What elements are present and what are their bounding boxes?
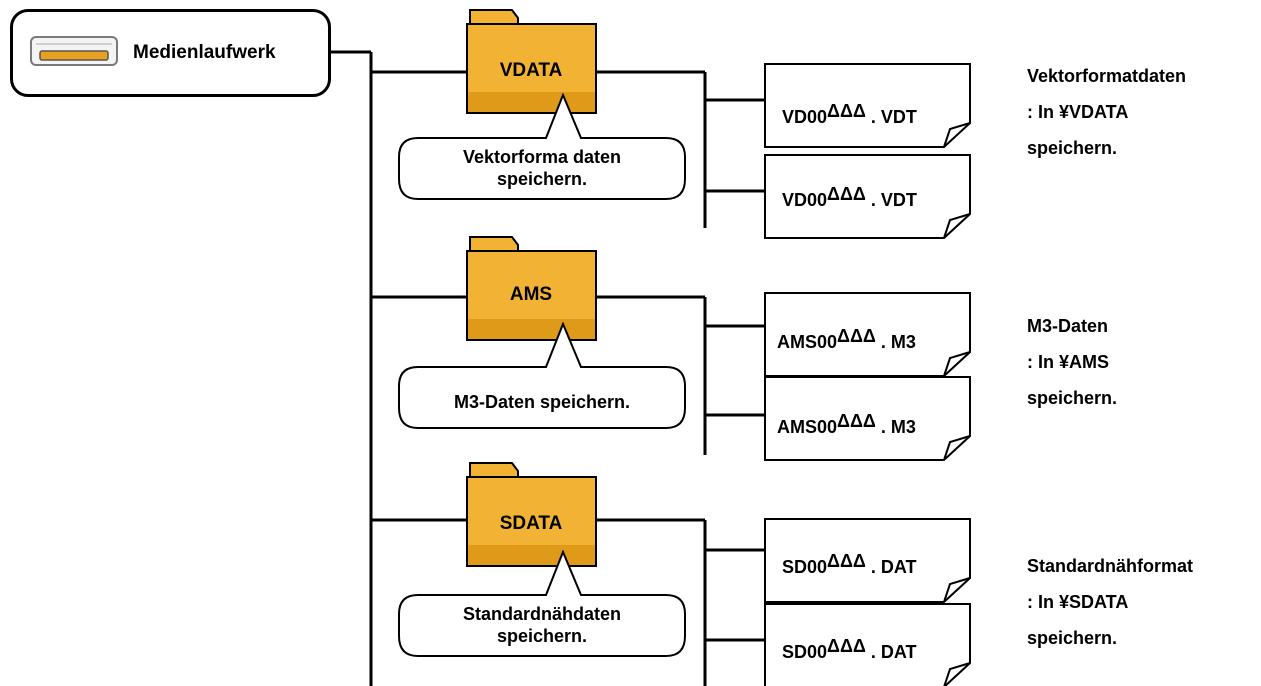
note-line: Vektorformatdaten (1027, 66, 1187, 86)
file-name: AMS00ΔΔΔ . M3 (777, 411, 916, 437)
note-line: : In ¥SDATA (1027, 592, 1129, 612)
note-ams: M3-Daten : In ¥AMS speichern. (1027, 308, 1117, 416)
note-sdata: Standardnähformat : In ¥SDATA speichern. (1027, 548, 1193, 656)
file-icon (764, 63, 971, 148)
file-name: VD00ΔΔΔ . VDT (782, 184, 917, 210)
callout-bubble (398, 93, 686, 200)
file-name: VD00ΔΔΔ . VDT (782, 101, 917, 127)
note-line: M3-Daten (1027, 316, 1109, 336)
callout-vdata: Vektorforma daten speichern. (399, 146, 685, 190)
file-icon (764, 292, 971, 377)
callout-line: M3-Daten speichern. (453, 392, 631, 412)
callout-sdata: Standardnähdaten speichern. (399, 603, 685, 647)
note-line: speichern. (1027, 388, 1118, 408)
callout-ams: M3-Daten speichern. (399, 391, 685, 413)
note-line: : In ¥AMS (1027, 352, 1110, 372)
note-line: Standardnähformat (1027, 556, 1194, 576)
file-name: SD00ΔΔΔ . DAT (782, 636, 917, 662)
note-line: : In ¥VDATA (1027, 102, 1129, 122)
note-line: speichern. (1027, 138, 1118, 158)
folder-name-ams: AMS (509, 284, 553, 305)
file-icon (764, 154, 971, 239)
drive-icon (30, 36, 118, 66)
callout-line: speichern. (496, 626, 588, 646)
file-name: SD00ΔΔΔ . DAT (782, 551, 917, 577)
callout-bubble (398, 550, 686, 657)
file-icon (764, 518, 971, 603)
callout-line: speichern. (496, 169, 588, 189)
callout-bubble (398, 322, 686, 429)
note-line: speichern. (1027, 628, 1118, 648)
folder-icon (466, 9, 597, 114)
callout-line: Vektorforma daten (462, 147, 622, 167)
file-name: AMS00ΔΔΔ . M3 (777, 326, 916, 352)
folder-name-vdata: VDATA (499, 60, 563, 81)
file-icon (764, 603, 971, 686)
note-vdata: Vektorformatdaten : In ¥VDATA speichern. (1027, 58, 1186, 166)
callout-line: Standardnähdaten (462, 604, 622, 624)
drive-label: Medienlaufwerk (133, 42, 276, 63)
file-icon (764, 376, 971, 461)
folder-name-sdata: SDATA (499, 513, 563, 534)
